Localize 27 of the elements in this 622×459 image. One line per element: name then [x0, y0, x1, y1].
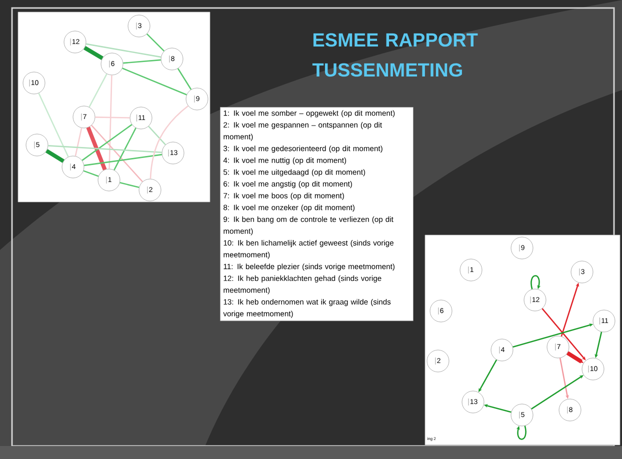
edge-line: [146, 33, 165, 52]
edge-line: [91, 124, 143, 182]
edge-line: [88, 74, 108, 108]
slide-title: ESMEE RAPPORT TUSSENMETING: [312, 33, 478, 77]
edge-line: [46, 149, 64, 163]
edge-line: [86, 126, 107, 170]
edge-line: [82, 124, 132, 161]
edge-line: [38, 92, 69, 158]
edge-line: [84, 154, 162, 166]
edge-line: [84, 46, 104, 60]
edge-line: [95, 116, 130, 118]
self-loop-arrow: [530, 275, 541, 290]
arrow: [542, 308, 586, 360]
edge-line: [86, 43, 162, 58]
edge-line: [74, 128, 82, 156]
edge-line: [122, 68, 187, 96]
edge-line: [108, 75, 112, 169]
edge-line: [150, 105, 189, 179]
edge-line: [120, 182, 140, 188]
edge-line: [123, 59, 161, 64]
edge-line: [83, 170, 99, 177]
edge-line: [114, 128, 136, 170]
edge-line: [48, 145, 162, 153]
self-loop-arrow: [516, 426, 526, 440]
edge-line: [148, 126, 166, 146]
arrow: [559, 358, 569, 399]
edge-line: [177, 68, 192, 90]
